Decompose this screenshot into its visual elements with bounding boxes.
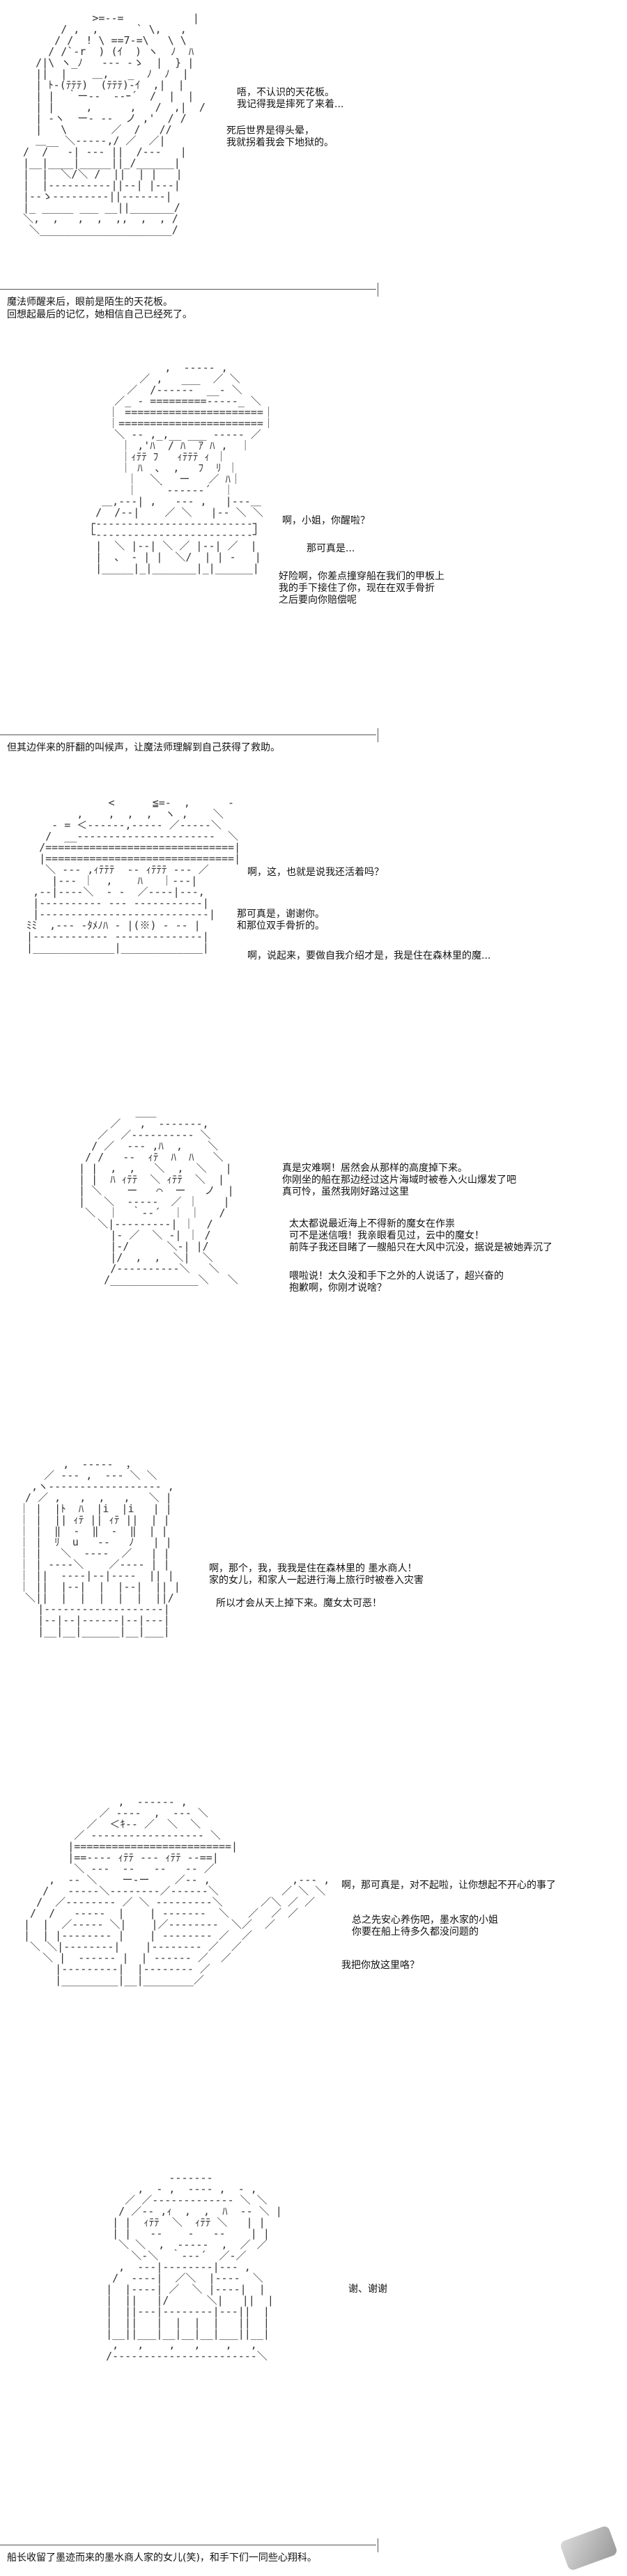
ascii-art-character: ‐‐‐‐‐‐‐ , ‐ , ‐‐‐‐ , ‐ , ／ ／‐‐‐‐‐‐‐‐‐‐‐‐… [106, 2171, 282, 2362]
speech-line-1: 唔，不认识的天花板。 我记得我是摔死了来着... [237, 87, 344, 110]
panel-4: ＿＿ ／ , ‐‐‐‐‐‐‐, ／ ／‐‐‐‐‐‐‐‐‐‐ ＼ / ／ ‐‐‐ … [0, 1100, 627, 1427]
speech-line-2: 总之先安心养伤吧，墨水家的小姐 你要在船上待多久都没问题的 [352, 1915, 498, 1938]
panel-7: ‐‐‐‐‐‐‐ , ‐ , ‐‐‐‐ , ‐ , ／ ／‐‐‐‐‐‐‐‐‐‐‐‐… [0, 2158, 627, 2576]
ascii-art-character: ＿＿ ／ , ‐‐‐‐‐‐‐, ／ ／‐‐‐‐‐‐‐‐‐‐ ＼ / ／ ‐‐‐ … [79, 1106, 238, 1286]
panel-2: , ‐‐‐‐‐ , ／ , ___ ／ ＼ ／ /‐‐‐‐‐‐ __‐ ＼ ／_… [0, 334, 627, 766]
speech-line-2: 那可真是... [307, 543, 355, 554]
speech-line-1: 真是灾难啊！居然会从那样的高度掉下来。 你刚坐的船在那边经过这片海域时被卷入火山… [282, 1163, 516, 1197]
site-watermark-logo [559, 2524, 619, 2572]
speech-line-1: 啊，那个，我，我我是住在森林里的 墨水商人！ 家的女儿，和家人一起进行海上旅行时… [209, 1563, 424, 1586]
ascii-art-character: < ≦=- , - , , , , ヽ , ＼ ‐ = ＜‐‐‐‐‐‐,‐‐‐‐… [26, 796, 241, 954]
speech-line-1: 谢、谢谢 [348, 2284, 387, 2295]
ascii-art-character: , ‐‐‐‐‐ ， ／ ‐‐‐ , ‐‐‐ ＼ ＼ ,ヽ‐‐‐‐‐‐‐‐‐‐‐‐… [19, 1458, 180, 1638]
panel-5: , ‐‐‐‐‐ ， ／ ‐‐‐ , ‐‐‐ ＼ ＼ ,ヽ‐‐‐‐‐‐‐‐‐‐‐‐… [0, 1441, 627, 1768]
ascii-art-character: >=--= | / , , ` \, , / / ! \ ==7‐=\ \ \ … [23, 12, 206, 236]
speech-line-2: 太太都说最近海上不得新的魔女在作祟 可不是迷信哦！我亲眼看见过，云中的魔女！ 前… [289, 1218, 552, 1253]
speech-line-2: 所以才会从天上掉下来。魔女太可恶！ [216, 1598, 382, 1609]
panel-divider [0, 283, 378, 297]
speech-line-3: 啊，说起来，要做自我介绍才是，我是住在森林里的魔... [247, 950, 491, 961]
ascii-art-character: , ‐‐‐‐‐ , ／ , ___ ／ ＼ ／ /‐‐‐‐‐‐ __‐ ＼ ／_… [89, 361, 274, 574]
panel-3: < ≦=- , - , , , , ヽ , ＼ ‐ = ＜‐‐‐‐‐‐,‐‐‐‐… [0, 787, 627, 1086]
panel-1: >=--= | / , , ` \, , / / ! \ ==7‐=\ \ \ … [0, 0, 627, 320]
narration: 但其边伴来的肝翻的叫候声，让魔法师理解到自己获得了救助。 [7, 742, 280, 753]
speech-line-1: 啊，小姐，你醒啦？ [282, 515, 370, 526]
speech-line-3: 我把你放这里咯？ [341, 1960, 419, 1971]
narration: 魔法师醒来后，眼前是陌生的天花板。 回想起最后的记忆，她相信自己已经死了。 [7, 297, 192, 320]
speech-line-3: 喂啦说！太久没和手下之外的人说话了，超兴奋的 抱歉啊，你刚才说啥？ [289, 1271, 504, 1294]
speech-line-2: 那可真是，谢谢你。 和那位双手骨折的。 [237, 909, 325, 932]
narration: 船长收留了墨迹而来的墨水商人家的女儿(笑)，和手下们一同些心翔科。 [7, 2552, 317, 2563]
speech-line-3: 好险啊，你差点撞穿船在我们的甲板上 我的手下接住了你，现在在双手骨折 之后要向你… [279, 571, 444, 606]
panel-6: , ‐‐‐‐‐‐ , ／ ‐‐‐‐ , ‐‐‐ ＼ ／ ＜ｷ‐‐ ／ ＼ ＼ ／… [0, 1782, 627, 2144]
speech-line-1: 啊，这，也就是说我还活着吗？ [247, 867, 384, 878]
ascii-art-character: , ‐‐‐‐‐‐ , ／ ‐‐‐‐ , ‐‐‐ ＼ ／ ＜ｷ‐‐ ／ ＼ ＼ ／… [24, 1796, 330, 1986]
speech-line-2: 死后世界是得头晕， 我就拐着我会下地狱的。 [226, 125, 334, 148]
speech-line-1: 啊，那可真是，对不起啦，让你想起不开心的事了 [341, 1880, 556, 1891]
